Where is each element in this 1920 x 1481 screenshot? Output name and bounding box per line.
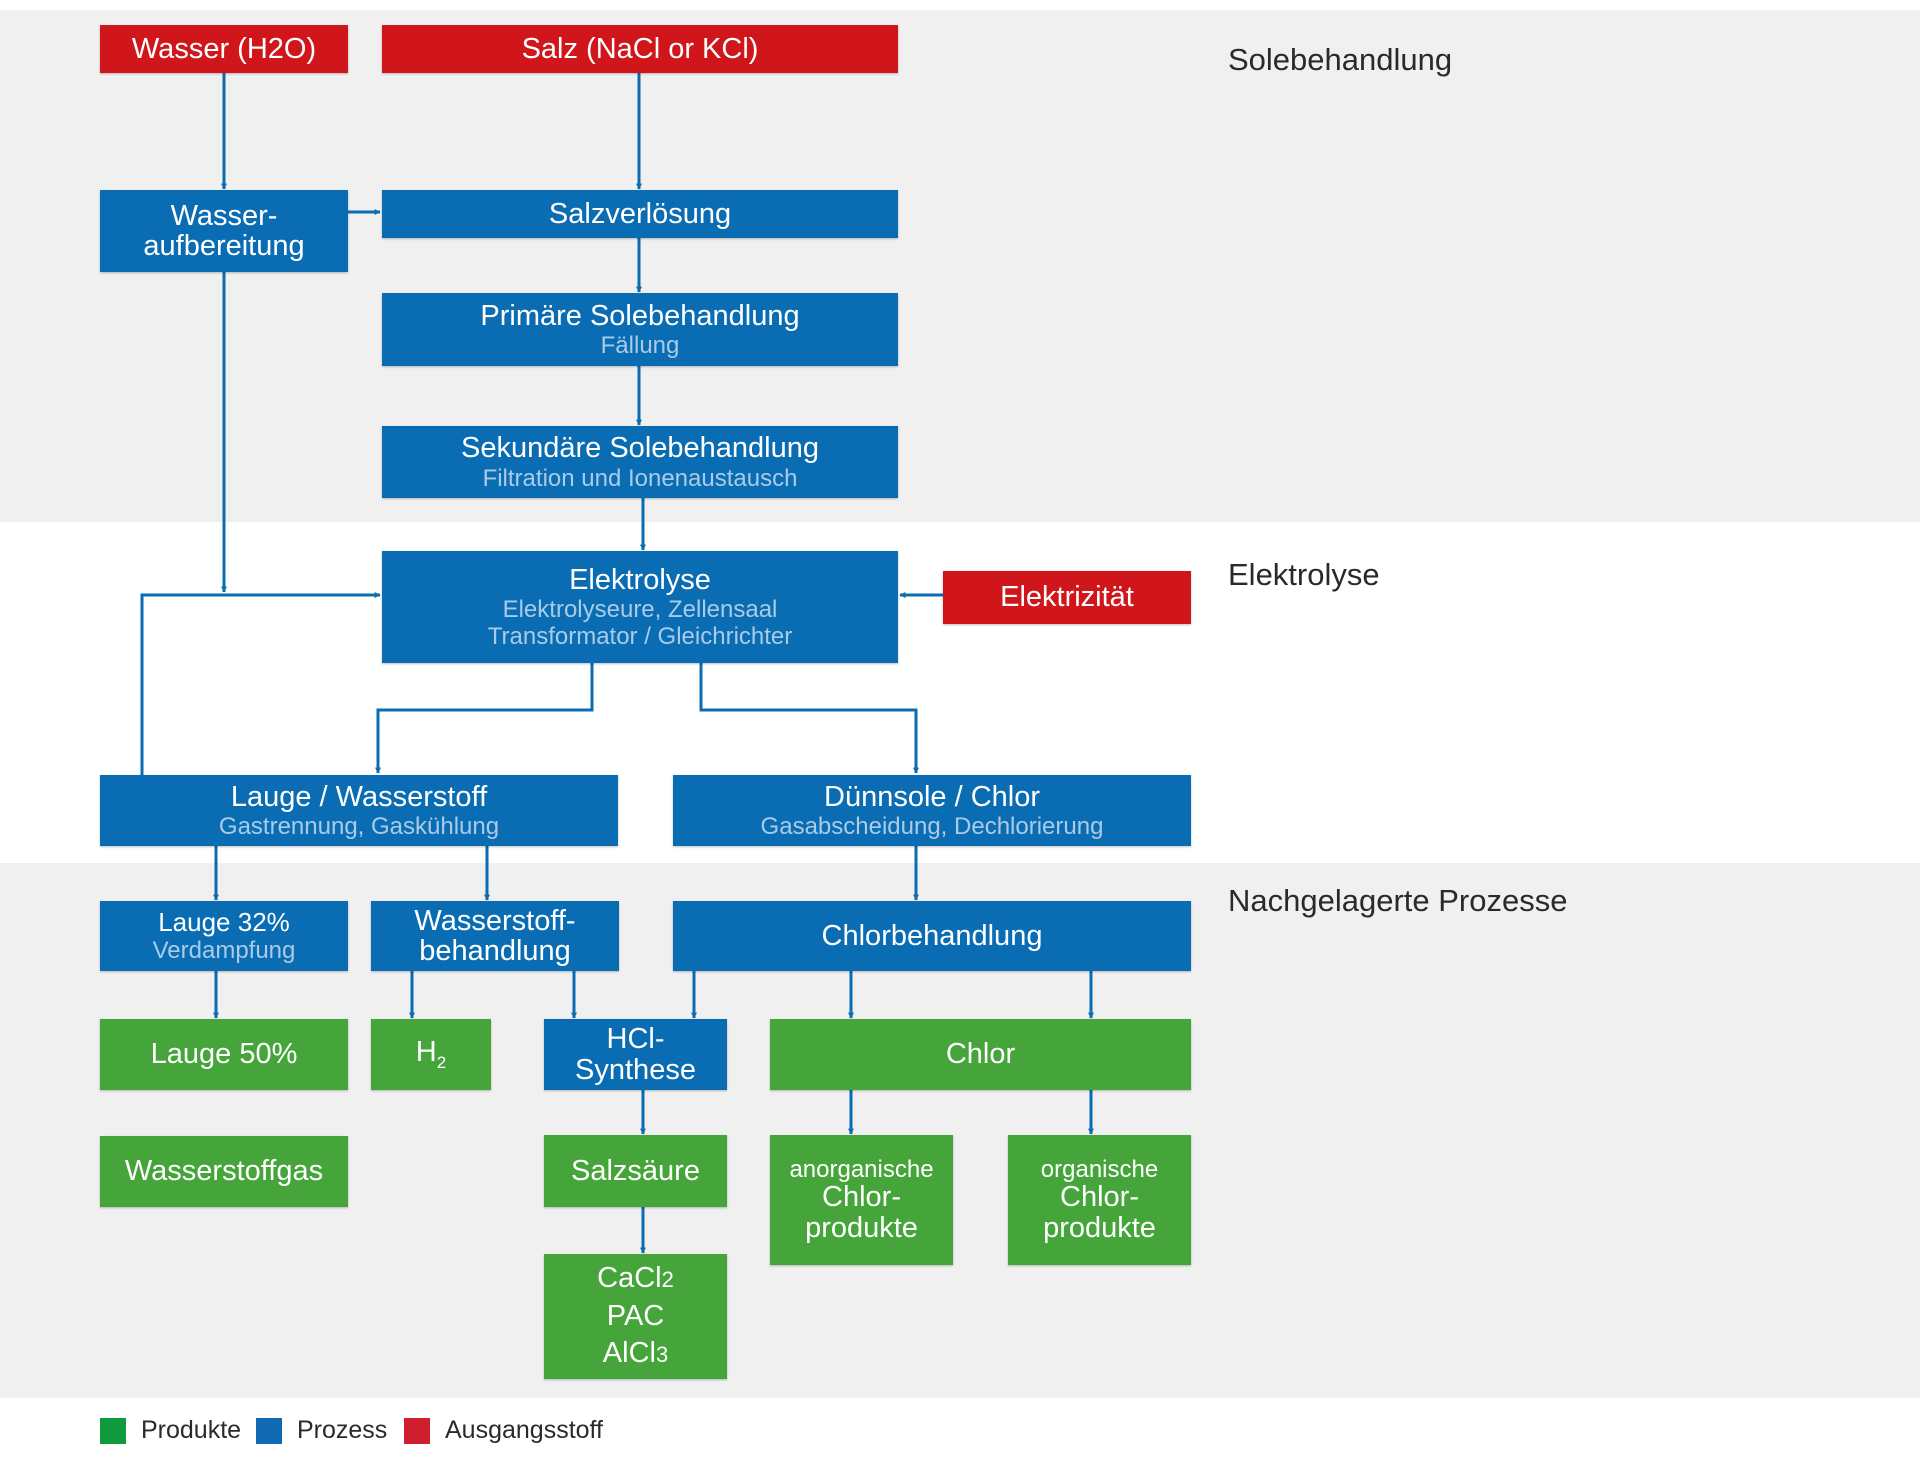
arrow-elektrolyse-to-duennsole <box>699 663 919 774</box>
product-cacl2-base: CaCl <box>597 1261 662 1294</box>
product-anorganische-line2: Chlor- <box>822 1181 901 1214</box>
input-salz-label: Salz (NaCl or KCl) <box>521 32 759 65</box>
product-organische-line1: organische <box>1040 1155 1159 1183</box>
product-cacl2-sub: 2 <box>661 1266 674 1292</box>
product-cacl2: CaCl2 <box>597 1260 674 1298</box>
product-alcl3: AlCl3 <box>603 1335 668 1373</box>
process-primaere-sub: Fällung <box>600 332 680 360</box>
product-wasserstoffgas-label: Wasserstoffgas <box>124 1155 324 1188</box>
product-lauge50-label: Lauge 50% <box>150 1038 298 1071</box>
process-sekundaere-sub: Filtration und Ionenaustausch <box>482 464 798 492</box>
process-duennsole-chlor-sub: Gasabscheidung, Dechlorierung <box>760 813 1104 841</box>
product-h2-base: H <box>415 1036 437 1069</box>
legend-swatch-ausgangsstoff <box>404 1418 430 1444</box>
process-wasserstoffbehandlung: Wasserstoff- behandlung <box>371 901 619 971</box>
process-salzverloesung: Salzverlösung <box>382 190 898 238</box>
process-lauge32-sub: Verdampfung <box>152 937 296 965</box>
input-elektrizitaet-label: Elektrizität <box>1000 581 1134 614</box>
product-anorganische-line1: anorganische <box>789 1155 934 1183</box>
product-salzsaeure: Salzsäure <box>544 1135 727 1207</box>
section-title-nachgelagerte: Nachgelagerte Prozesse <box>1228 883 1568 918</box>
product-h2-label: H2 <box>416 1037 446 1072</box>
process-wasserstoffbehandlung-line2: behandlung <box>419 935 571 967</box>
product-cacl2-pac-alcl3: CaCl2 PAC AlCl3 <box>544 1254 727 1379</box>
section-title-solebehandlung: Solebehandlung <box>1228 42 1453 77</box>
product-h2: H2 <box>371 1019 491 1090</box>
product-alcl3-base: AlCl <box>602 1337 656 1370</box>
product-organische-chlorprodukte: organische Chlor- produkte <box>1008 1135 1191 1265</box>
arrow-elektrolyse-to-lauge <box>375 663 594 774</box>
section-title-elektrolyse: Elektrolyse <box>1228 557 1380 592</box>
product-chlor-label: Chlor <box>945 1038 1016 1071</box>
process-chlorbehandlung-label: Chlorbehandlung <box>821 919 1043 952</box>
input-wasser: Wasser (H2O) <box>100 25 348 73</box>
legend-label-prozess: Prozess <box>297 1416 388 1444</box>
legend-label-produkte: Produkte <box>141 1416 242 1444</box>
product-chlor: Chlor <box>770 1019 1191 1090</box>
process-wasseraufbereitung-line2: aufbereitung <box>143 230 305 262</box>
legend-swatch-produkte <box>100 1418 126 1444</box>
input-elektrizitaet: Elektrizität <box>943 571 1191 624</box>
process-salzverloesung-label: Salzverlösung <box>548 197 732 230</box>
process-wasserstoffbehandlung-line1: Wasserstoff- <box>414 904 576 937</box>
process-lauge32-title: Lauge 32% <box>158 906 290 937</box>
process-sekundaere-title: Sekundäre Solebehandlung <box>461 432 819 465</box>
product-organische-line3: produkte <box>1043 1211 1156 1244</box>
process-elektrolyse-title: Elektrolyse <box>569 563 711 596</box>
process-primaere-solebehandlung: Primäre Solebehandlung Fällung <box>382 293 898 366</box>
product-pac: PAC <box>606 1299 665 1332</box>
process-wasseraufbereitung: Wasser- aufbereitung <box>100 190 348 272</box>
process-hcl-synthese-line1: HCl- <box>606 1023 665 1056</box>
process-hcl-synthese-line2: Synthese <box>575 1053 696 1086</box>
product-organische-line2: Chlor- <box>1060 1181 1139 1214</box>
legend-swatch-prozess <box>256 1418 282 1444</box>
process-sekundaere-solebehandlung: Sekundäre Solebehandlung Filtration und … <box>382 426 898 498</box>
process-lauge-wasserstoff-sub: Gastrennung, Gaskühlung <box>218 813 500 841</box>
product-anorganische-chlorprodukte: anorganische Chlor- produkte <box>770 1135 953 1265</box>
process-primaere-title: Primäre Solebehandlung <box>480 299 800 332</box>
process-duennsole-chlor: Dünnsole / Chlor Gasabscheidung, Dechlor… <box>673 775 1191 846</box>
product-anorganische-line3: produkte <box>805 1211 918 1244</box>
process-elektrolyse-sub2: Transformator / Gleichrichter <box>487 623 793 651</box>
legend-label-ausgangsstoff: Ausgangsstoff <box>445 1416 603 1444</box>
arrow-lauge-loop-to-elektrolyse <box>140 592 381 775</box>
product-lauge50: Lauge 50% <box>100 1019 348 1090</box>
process-lauge32: Lauge 32% Verdampfung <box>100 901 348 971</box>
product-alcl3-sub: 3 <box>655 1342 669 1368</box>
product-h2-sub: 2 <box>436 1052 447 1072</box>
process-lauge-wasserstoff: Lauge / Wasserstoff Gastrennung, Gaskühl… <box>100 775 618 846</box>
product-salzsaeure-label: Salzsäure <box>571 1154 700 1187</box>
process-wasseraufbereitung-line1: Wasser- <box>170 199 278 232</box>
process-chlorbehandlung: Chlorbehandlung <box>673 901 1191 971</box>
input-salz: Salz (NaCl or KCl) <box>382 25 898 73</box>
input-wasser-label: Wasser (H2O) <box>131 32 317 65</box>
process-elektrolyse: Elektrolyse Elektrolyseure, Zellensaal T… <box>382 551 898 663</box>
product-wasserstoffgas: Wasserstoffgas <box>100 1136 348 1207</box>
process-elektrolyse-sub1: Elektrolyseure, Zellensaal <box>502 596 778 624</box>
process-duennsole-chlor-title: Dünnsole / Chlor <box>824 780 1040 813</box>
process-lauge-wasserstoff-title: Lauge / Wasserstoff <box>230 780 488 813</box>
process-hcl-synthese: HCl- Synthese <box>544 1019 727 1090</box>
